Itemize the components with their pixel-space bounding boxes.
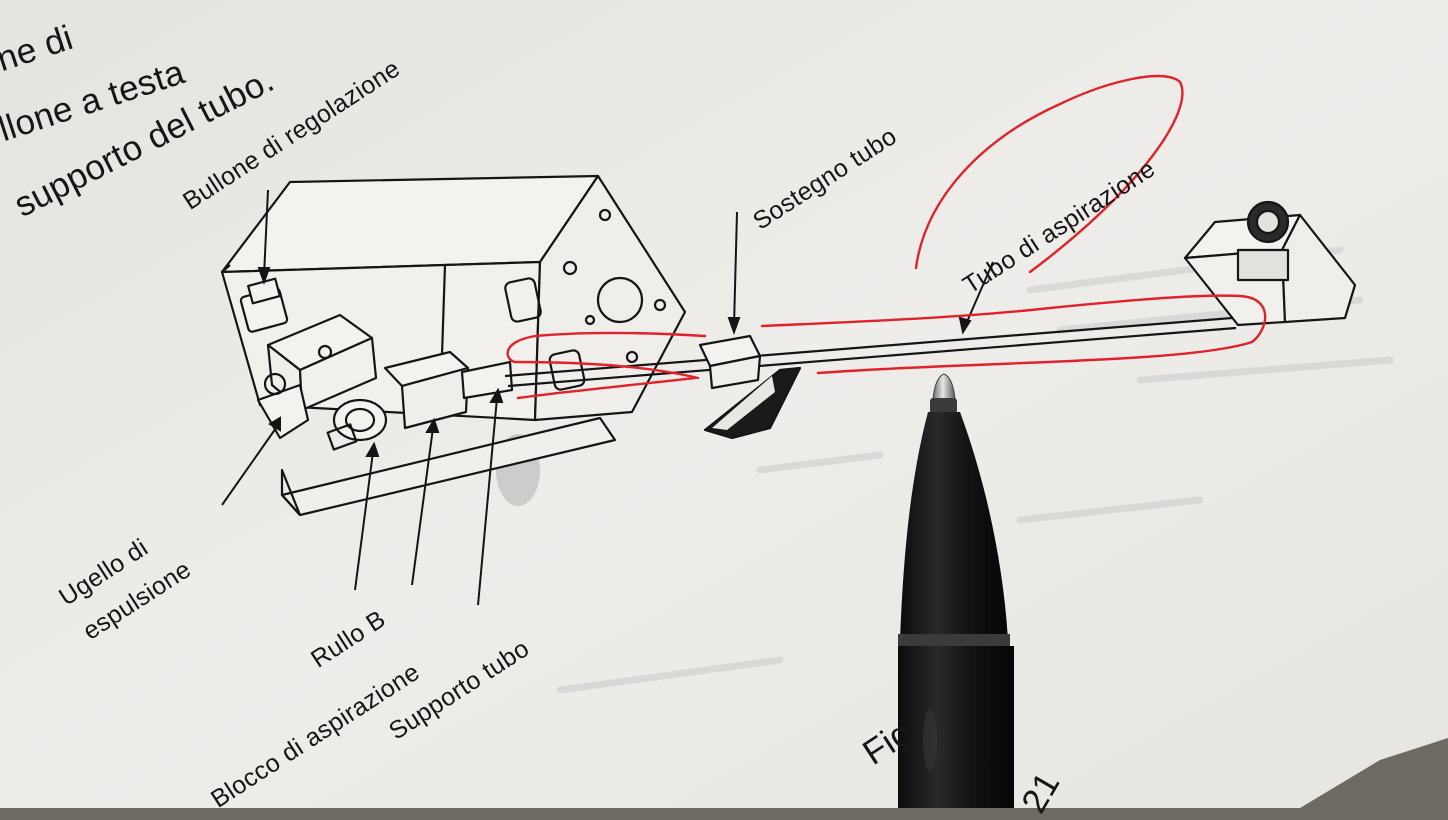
red-loop-2 xyxy=(760,294,1267,375)
leader-lines xyxy=(221,189,994,606)
drawing-assembly xyxy=(220,174,1357,517)
ballpoint-pen xyxy=(898,373,1014,808)
pen-barrel xyxy=(898,646,1014,808)
housing-side xyxy=(533,174,687,422)
pen-cone xyxy=(900,412,1008,640)
red-loop-3 xyxy=(506,331,707,380)
red-marker-annotations xyxy=(506,74,1267,400)
pen-tip xyxy=(932,373,956,401)
red-stroke-4 xyxy=(516,376,697,400)
red-loop-1 xyxy=(914,74,1184,274)
